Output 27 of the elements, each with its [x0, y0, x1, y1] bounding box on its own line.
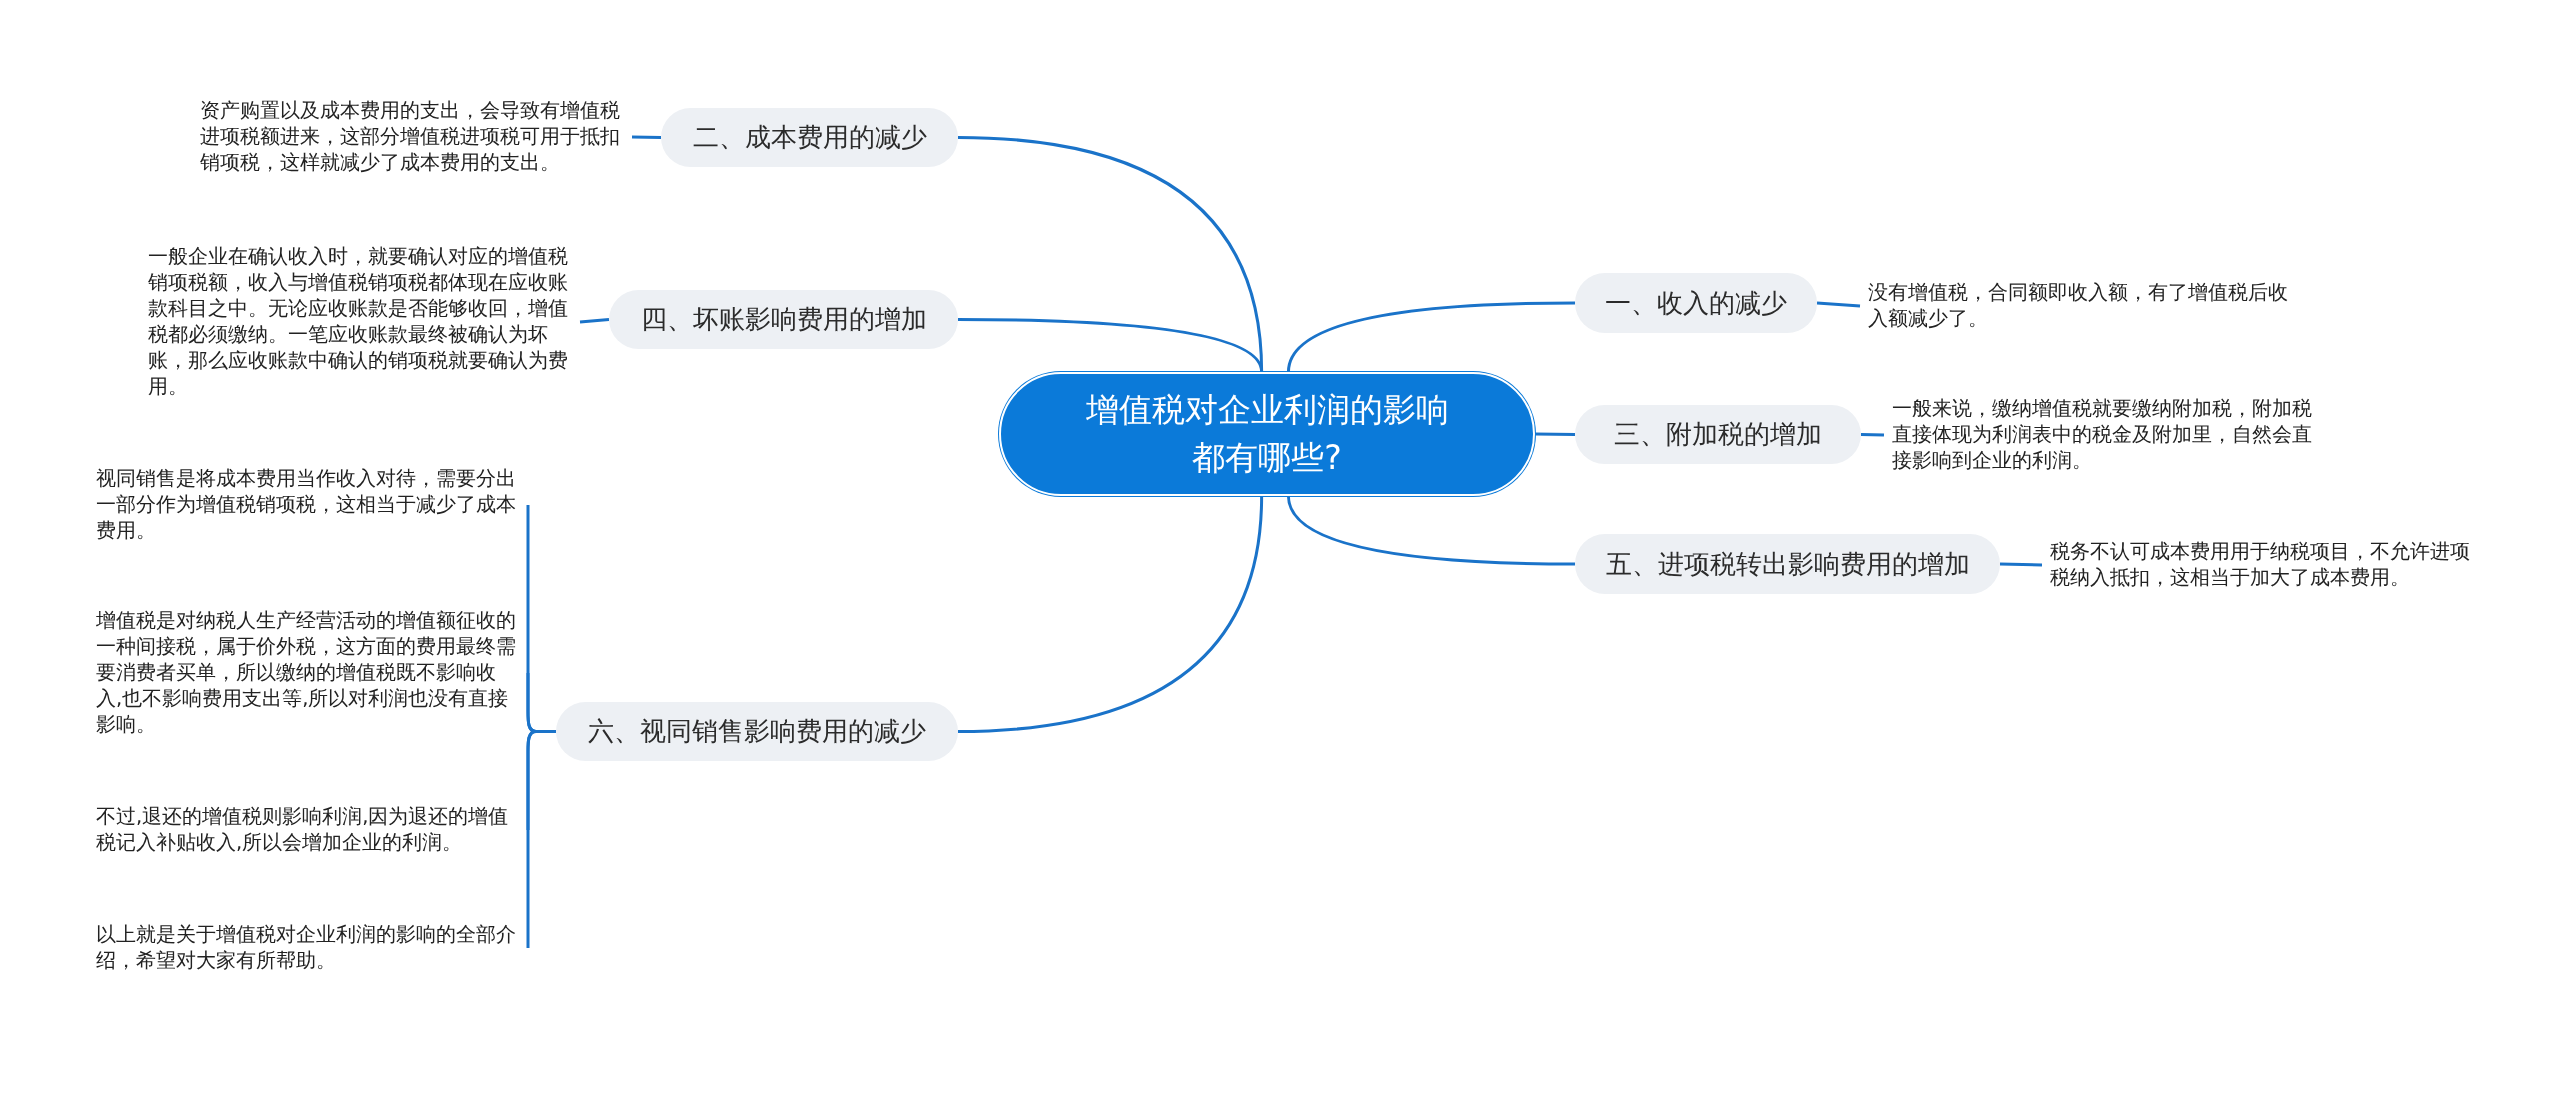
connector-line [1860, 433, 1885, 437]
connector-line [631, 135, 662, 139]
note-text: 一般来说，缴纳增值税就要缴纳附加税，附加税直接体现为利润表中的税金及附加里，自然会直接影响到企业的利润。 [1892, 392, 2322, 478]
topic-pill: 一、收入的减少 [1575, 273, 1817, 333]
connector-line [1286, 495, 1575, 566]
connector-line [958, 318, 1264, 373]
topic-pill: 六、视同销售影响费用的减少 [556, 702, 958, 761]
central-topic: 增值税对企业利润的影响都有哪些? [999, 372, 1535, 496]
note-text: 以上就是关于增值税对企业利润的影响的全部介绍，希望对大家有所帮助。 [96, 918, 520, 978]
note-text: 增值税是对纳税人生产经营活动的增值额征收的一种间接税，属于价外税，这方面的费用最终需要消费者买单，所以缴纳的增值税既不影响收入,也不影响费用支出等,所以对利润也没有直接影响。 [96, 604, 520, 742]
connector-line [1286, 301, 1575, 373]
note-text: 税务不认可成本费用用于纳税项目，不允许进项税纳入抵扣，这相当于加大了成本费用。 [2050, 535, 2480, 595]
note-text: 没有增值税，合同额即收入额，有了增值税后收入额减少了。 [1868, 276, 2298, 336]
connector-line [579, 318, 610, 324]
topic-pill: 四、坏账影响费用的增加 [609, 290, 958, 349]
topic-pill: 五、进项税转出影响费用的增加 [1575, 534, 2000, 594]
connector-line [526, 730, 556, 948]
connector-line [1816, 301, 1861, 308]
topic-pill: 二、成本费用的减少 [661, 108, 958, 167]
connector-line [1534, 432, 1576, 436]
topic-pill: 三、附加税的增加 [1575, 405, 1861, 464]
connector-line [957, 495, 1264, 733]
note-text: 一般企业在确认收入时，就要确认对应的增值税销项税额，收入与增值税销项税都体现在应收账款科目之中。无论应收账款是否能够收回，增值税都必须缴纳。一笔应收账款最终被确认为坏账，那么应收账款中确认的销项税就要确认为费用。 [148, 240, 572, 404]
note-text: 不过,退还的增值税则影响利润,因为退还的增值税记入补贴收入,所以会增加企业的利润。 [96, 800, 520, 860]
note-text: 视同销售是将成本费用当作收入对待，需要分出一部分作为增值税销项税，这相当于减少了成本费用。 [96, 462, 520, 548]
connector-line [1999, 562, 2043, 567]
note-text: 资产购置以及成本费用的支出，会导致有增值税进项税额进来，这部分增值税进项税可用于抵扣销项税，这样就减少了成本费用的支出。 [200, 94, 624, 180]
